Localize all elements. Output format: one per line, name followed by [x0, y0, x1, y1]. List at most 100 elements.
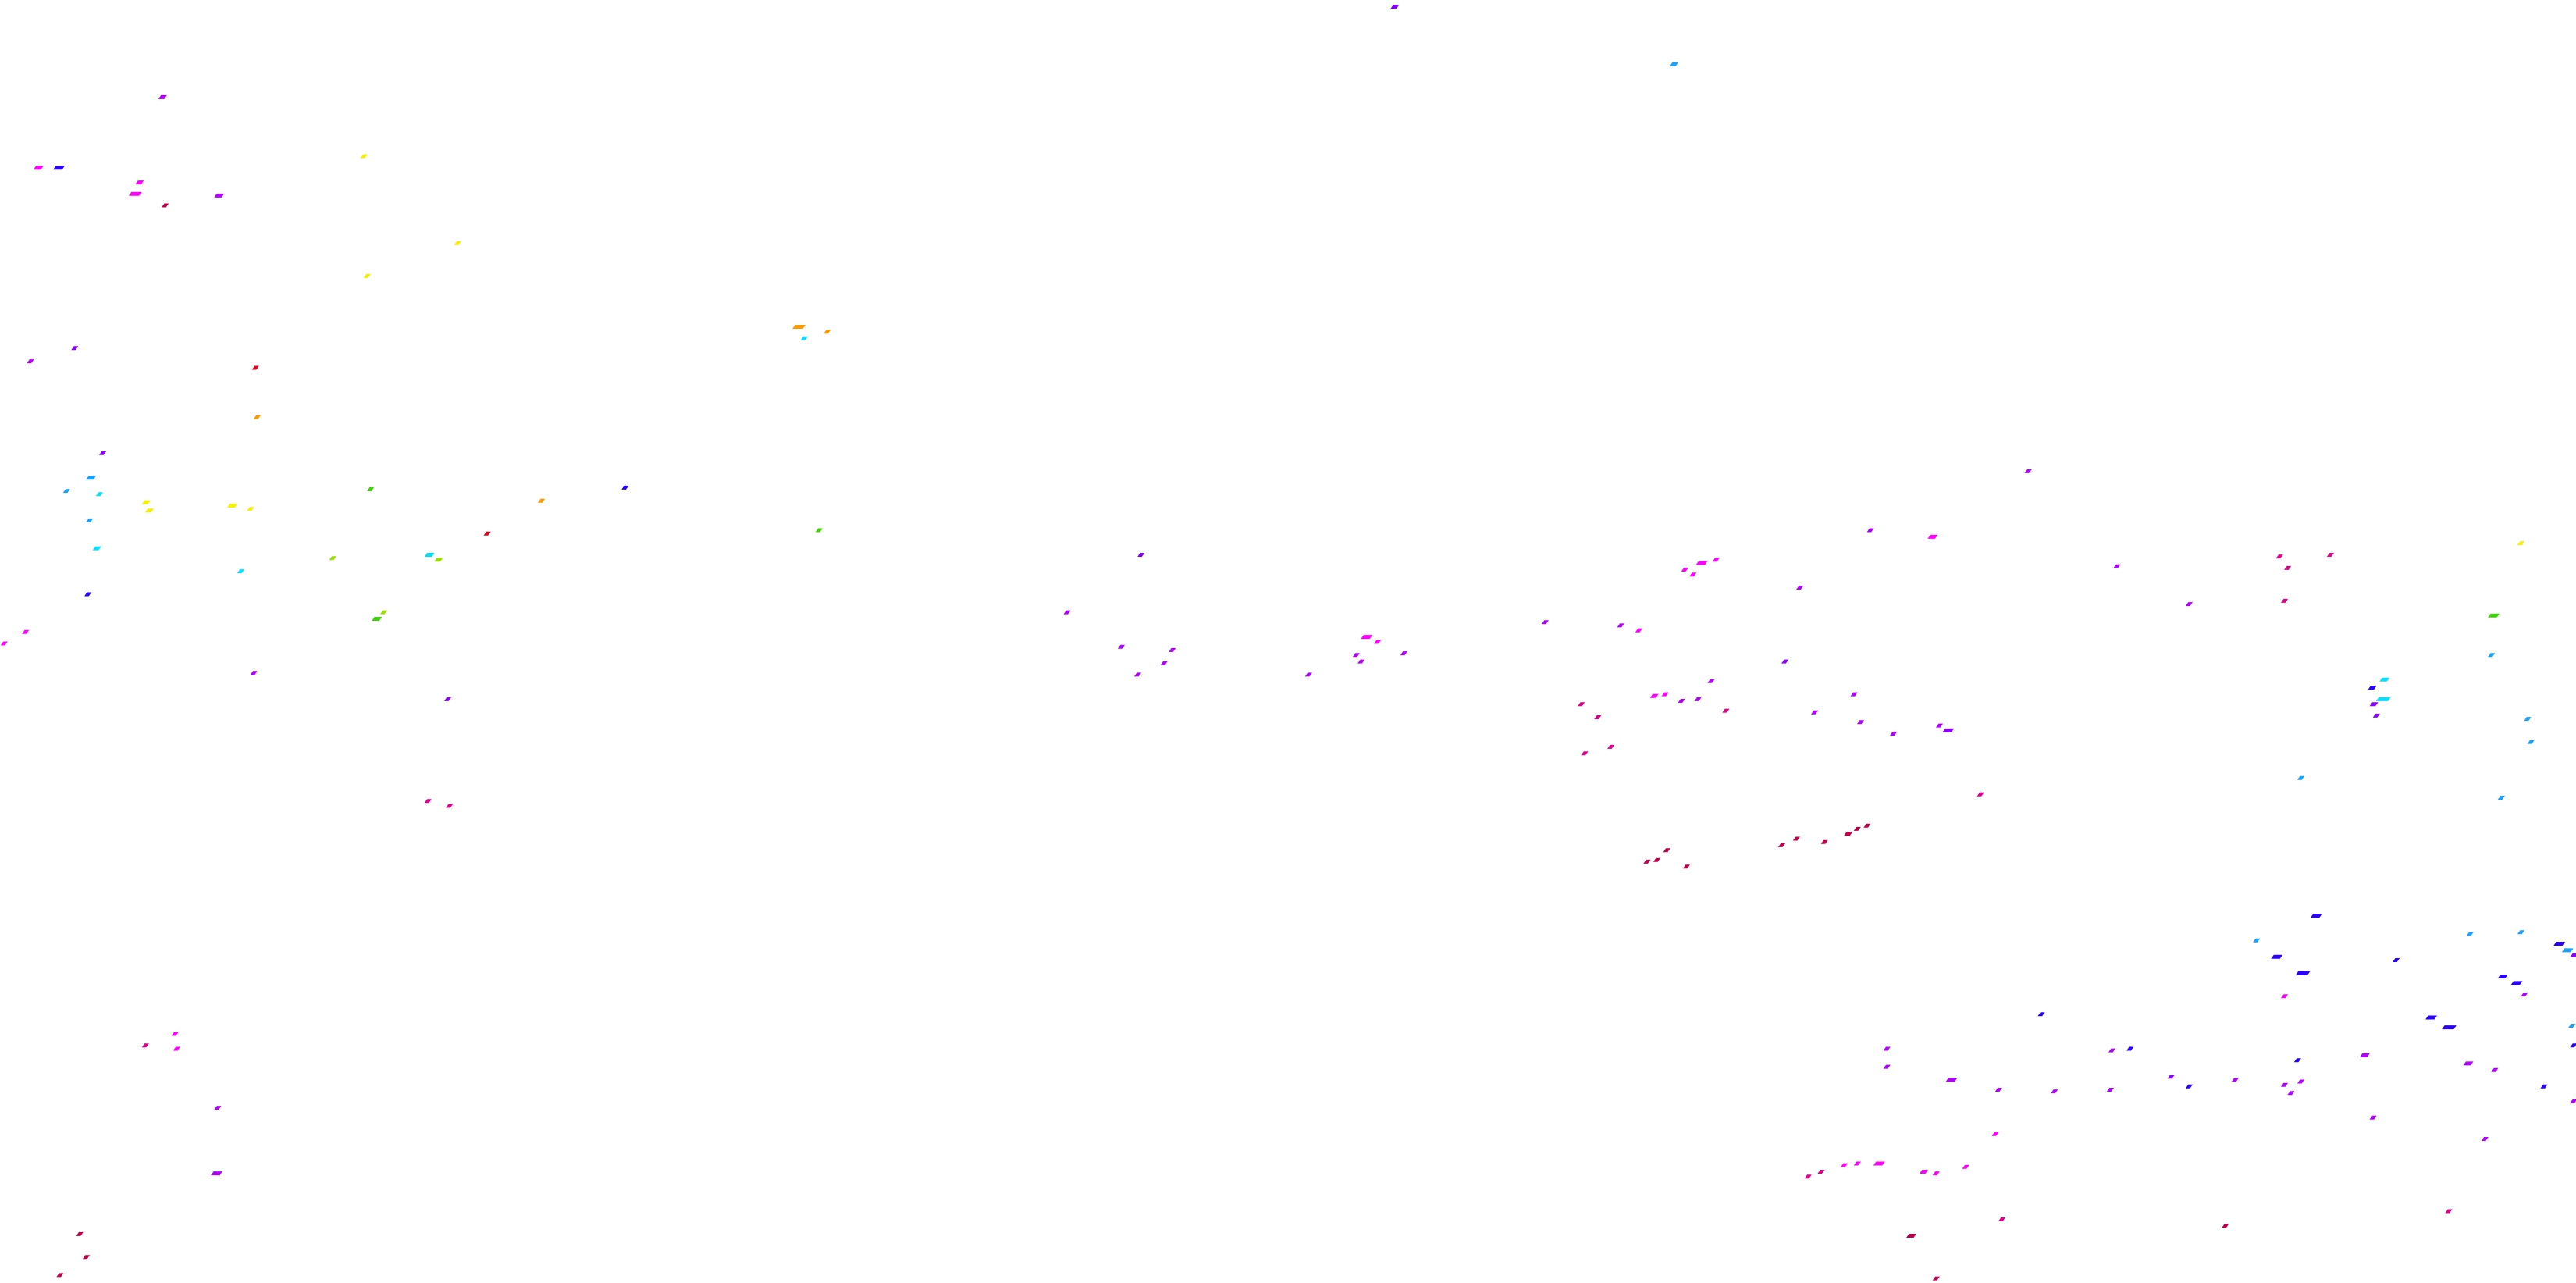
speckle-mark	[1352, 653, 1361, 658]
speckle-mark	[1581, 751, 1589, 756]
speckle-mark	[71, 346, 79, 351]
speckle-mark	[2510, 981, 2523, 985]
speckle-mark	[1117, 644, 1126, 649]
speckle-mark	[1850, 692, 1858, 697]
speckle-mark	[1945, 1078, 1958, 1082]
speckle-mark	[98, 451, 107, 455]
speckle-mark	[446, 804, 454, 808]
speckle-mark	[1137, 553, 1145, 557]
speckle-mark	[227, 504, 238, 508]
speckle-mark	[2326, 553, 2335, 557]
speckle-mark	[2425, 1015, 2438, 1020]
speckle-mark	[141, 1043, 149, 1048]
speckle-mark	[2481, 1137, 2489, 1141]
speckle-mark	[483, 531, 491, 536]
speckle-mark	[76, 1231, 84, 1236]
speckle-mark	[1649, 693, 1659, 698]
speckle-mark	[1991, 1132, 1999, 1136]
speckle-mark	[2293, 1058, 2301, 1063]
speckle-mark	[2275, 554, 2283, 559]
speckle-mark	[250, 671, 258, 675]
speckle-mark	[2037, 1012, 2045, 1017]
speckle-mark	[1932, 1276, 1940, 1281]
speckle-mark	[2253, 938, 2261, 943]
speckle-mark	[2445, 1209, 2453, 1214]
speckle-mark	[1844, 832, 1853, 836]
speckle-mark	[2113, 564, 2121, 568]
speckle-mark	[1804, 1174, 1812, 1179]
speckle-mark	[2463, 1061, 2474, 1066]
speckle-mark	[2372, 713, 2380, 718]
speckle-mark	[1820, 839, 1828, 844]
speckle-mark	[1361, 635, 1373, 640]
speckle-mark	[1707, 679, 1715, 683]
speckle-mark	[2369, 702, 2379, 707]
speckle-mark	[2310, 914, 2322, 918]
speckle-mark	[2561, 948, 2574, 953]
speckle-mark	[2126, 1046, 2134, 1051]
speckle-mark	[1942, 728, 1955, 732]
speckle-mark	[2379, 677, 2390, 682]
speckle-mark	[1694, 697, 1702, 701]
speckle-mark	[824, 330, 831, 334]
speckle-mark	[1578, 702, 1585, 707]
speckle-mark	[2368, 686, 2377, 690]
speckle-mark	[1873, 1161, 1885, 1166]
speckle-mark	[211, 1171, 223, 1176]
speckle-mark	[1390, 5, 1400, 9]
speckle-mark	[1160, 661, 1168, 665]
speckle-mark	[2375, 697, 2391, 701]
speckle-mark	[237, 569, 244, 574]
speckle-mark	[1935, 723, 1944, 728]
speckle-mark	[2271, 954, 2283, 959]
speckle-mark	[2024, 469, 2032, 473]
speckle-mark	[144, 508, 154, 513]
speckle-mark	[2287, 1091, 2295, 1096]
speckle-mark	[2222, 1224, 2229, 1228]
speckle-mark	[1594, 715, 1602, 719]
speckle-mark	[1994, 1088, 2002, 1092]
speckle-mark	[1856, 720, 1865, 725]
speckle-mark	[1606, 744, 1615, 749]
speckle-mark	[1063, 610, 1071, 615]
speckle-mark	[253, 415, 261, 419]
speckle-mark	[2167, 1075, 2175, 1079]
speckle-mark	[379, 610, 388, 615]
speckle-mark	[1998, 1217, 2006, 1221]
speckle-mark	[1781, 659, 1789, 664]
speckle-mark	[2517, 930, 2525, 935]
speckle-mark	[214, 193, 225, 198]
speckle-mark	[53, 166, 65, 170]
speckle-mark	[1932, 1171, 1940, 1176]
speckle-mark	[95, 492, 104, 497]
speckle-mark	[2570, 1043, 2576, 1048]
speckle-mark	[1962, 1164, 1969, 1169]
speckle-mark	[1400, 651, 1408, 656]
speckle-mark	[141, 500, 151, 504]
speckle-mark	[1817, 1170, 1825, 1174]
speckle-mark	[1863, 823, 1871, 828]
speckle-mark	[621, 485, 629, 490]
speckle-mark	[1643, 859, 1651, 864]
speckle-mark	[2051, 1089, 2058, 1094]
speckle-mark	[2106, 1088, 2115, 1092]
speckle-mark	[1663, 848, 1670, 853]
speckle-mark	[62, 489, 70, 494]
speckle-mark	[2359, 1053, 2370, 1057]
speckle-mark	[792, 325, 806, 329]
speckle-mark	[92, 546, 101, 551]
speckle-mark	[214, 1106, 222, 1110]
speckle-mark	[1919, 1170, 1928, 1174]
speckle-mark	[2497, 796, 2505, 800]
speckle-mark	[2185, 1084, 2194, 1089]
speckle-mark	[1889, 732, 1898, 736]
speckle-mark	[1853, 826, 1861, 831]
speckle-mark	[2466, 932, 2474, 936]
speckle-mark	[1712, 558, 1720, 562]
speckle-mark	[84, 592, 92, 597]
speckle-mark	[2369, 1115, 2377, 1120]
speckle-mark	[537, 498, 546, 503]
speckle-mark	[2108, 1048, 2116, 1053]
speckle-mark	[2570, 953, 2576, 957]
